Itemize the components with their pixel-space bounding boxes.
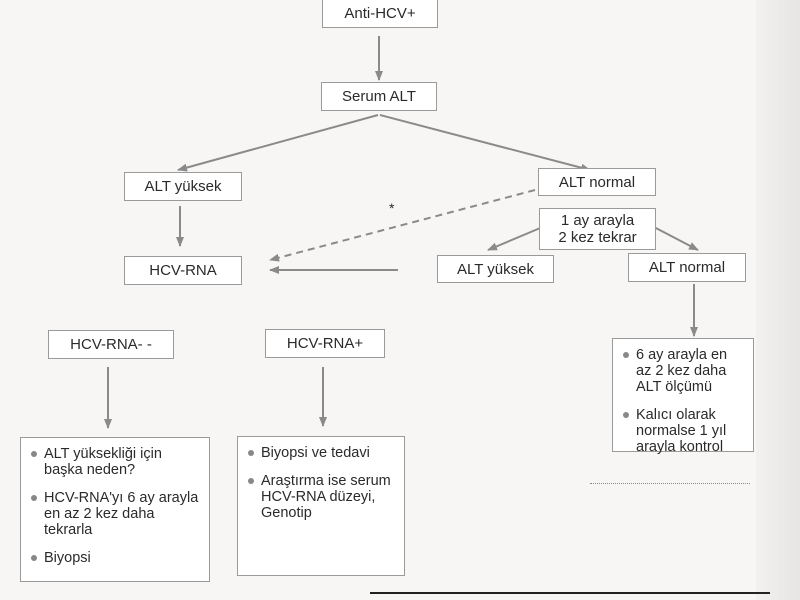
bullet-icon — [623, 412, 629, 418]
list-item: 6 ay arayla en az 2 kez daha ALT ölçümü — [623, 347, 745, 395]
node-hcv-rna-negative: HCV-RNA- - — [48, 330, 174, 359]
node-anti-hcv: Anti-HCV+ — [322, 0, 438, 28]
list-followup: 6 ay arayla en az 2 kez daha ALT ölçümü … — [612, 338, 754, 455]
list-item: Kalıcı olarak normalse 1 yıl arayla kont… — [623, 407, 745, 455]
node-alt-high-right: ALT yüksek — [437, 255, 554, 283]
list-item: Biyopsi ve tedavi — [248, 445, 396, 461]
arrow-dashed-alt-normal-to-hcv-rna — [269, 189, 536, 262]
node-alt-normal-top: ALT normal — [538, 168, 656, 196]
bottom-rule — [370, 592, 770, 594]
list-text: ALT yüksekliği için başka neden? — [44, 446, 162, 478]
list-item: ALT yüksekliği için başka neden? — [31, 446, 201, 478]
page-edge-shadow — [756, 0, 800, 600]
list-item: Biyopsi — [31, 550, 201, 566]
arrow-repeat-to-alt-normal — [651, 225, 699, 251]
list-positive: Biyopsi ve tedavi Araştırma ise serum HC… — [237, 436, 405, 576]
node-alt-high-left: ALT yüksek — [124, 172, 242, 201]
bullet-icon — [31, 555, 37, 561]
node-alt-normal-right: ALT normal — [628, 253, 746, 282]
node-hcv-rna: HCV-RNA — [124, 256, 242, 285]
node-repeat-twice: 1 ay arayla 2 kez tekrar — [539, 208, 656, 250]
node-serum-alt: Serum ALT — [321, 82, 437, 111]
bullet-icon — [31, 451, 37, 457]
list-text: HCV-RNA'yı 6 ay arayla en az 2 kez daha … — [44, 490, 199, 538]
list-item: HCV-RNA'yı 6 ay arayla en az 2 kez daha … — [31, 490, 201, 538]
list-item: Araştırma ise serum HCV-RNA düzeyi, Geno… — [248, 473, 396, 521]
bullet-icon — [248, 450, 254, 456]
bullet-icon — [248, 478, 254, 484]
node-hcv-rna-positive: HCV-RNA+ — [265, 329, 385, 358]
list-text: Kalıcı olarak normalse 1 yıl arayla kont… — [636, 407, 727, 455]
list-text: Biyopsi ve tedavi — [261, 445, 370, 461]
bullet-icon — [31, 495, 37, 501]
scan-noise — [590, 483, 750, 488]
arrow-serum-alt-to-alt-high — [177, 114, 379, 172]
arrow-serum-alt-to-alt-normal — [379, 114, 591, 172]
list-negative: ALT yüksekliği için başka neden? HCV-RNA… — [20, 437, 210, 582]
list-text: Araştırma ise serum HCV-RNA düzeyi, Geno… — [261, 473, 391, 521]
bullet-icon — [623, 352, 629, 358]
repeat-line-2: 2 kez tekrar — [558, 229, 637, 246]
repeat-line-1: 1 ay arayla — [560, 212, 635, 229]
list-text: 6 ay arayla en az 2 kez daha ALT ölçümü — [636, 347, 728, 395]
dashed-path-asterisk: * — [389, 200, 395, 216]
list-text: Biyopsi — [44, 550, 91, 566]
arrow-repeat-to-alt-high — [487, 225, 546, 251]
